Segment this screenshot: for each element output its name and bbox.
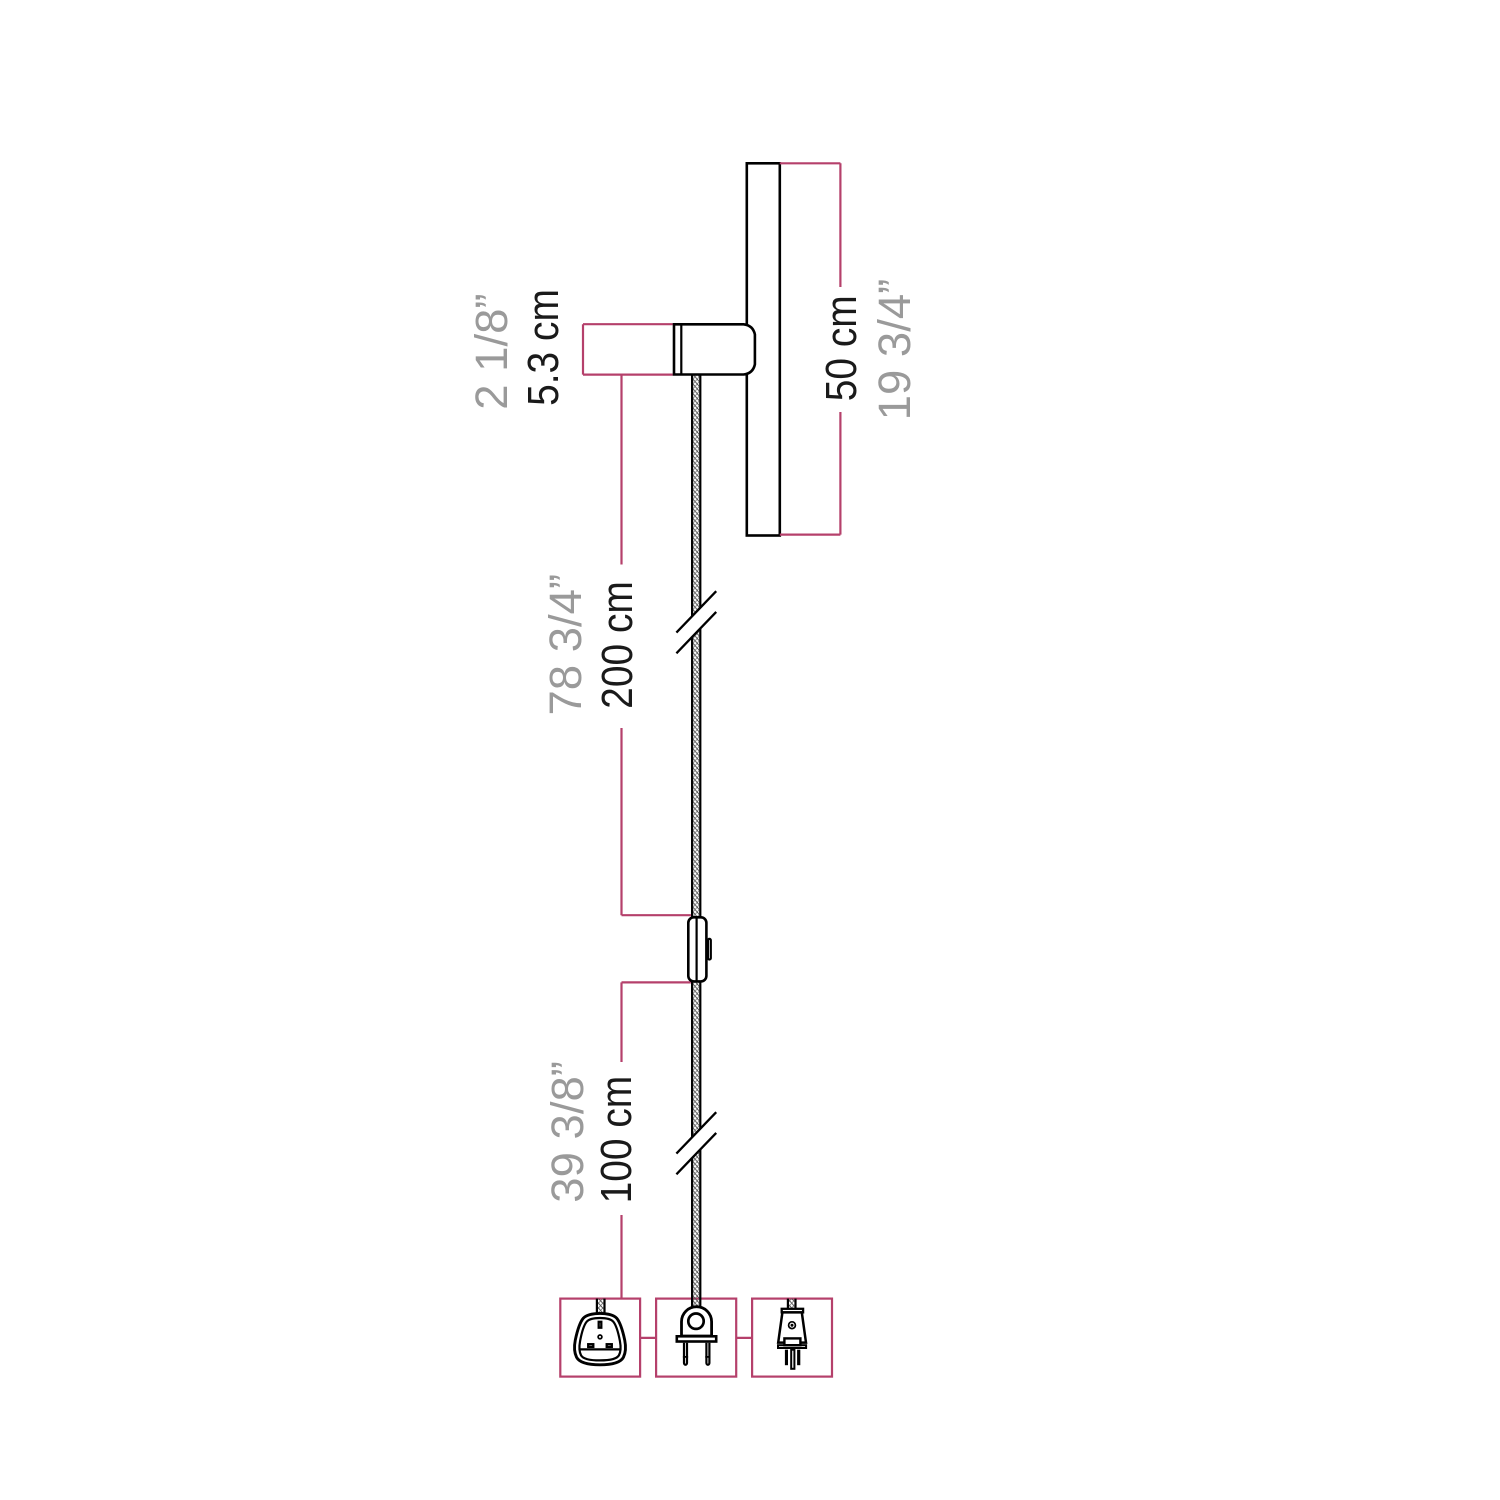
svg-text:78 3/4”: 78 3/4” xyxy=(540,574,591,716)
svg-text:50 cm: 50 cm xyxy=(816,295,866,401)
svg-text:200 cm: 200 cm xyxy=(592,581,642,709)
svg-text:19 3/4”: 19 3/4” xyxy=(869,279,920,421)
svg-text:100 cm: 100 cm xyxy=(591,1076,641,1204)
svg-text:39 3/8”: 39 3/8” xyxy=(542,1061,593,1203)
svg-text:2 1/8”: 2 1/8” xyxy=(466,293,517,409)
svg-text:5.3 cm: 5.3 cm xyxy=(518,289,568,406)
